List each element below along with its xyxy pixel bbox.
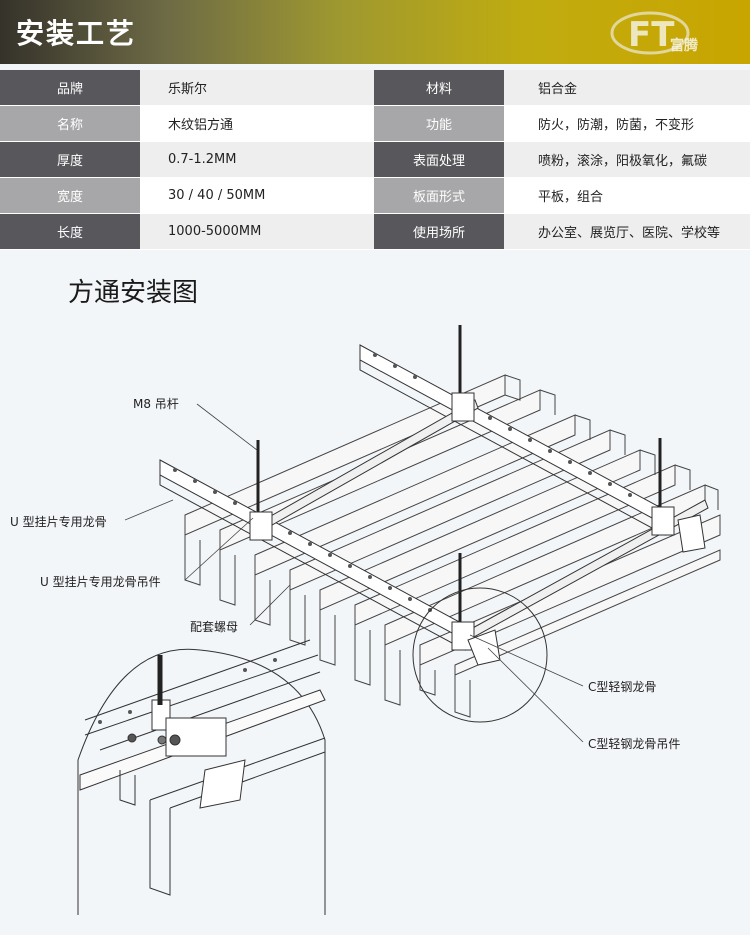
spec-label: 材料 bbox=[374, 70, 504, 106]
spec-label: 表面处理 bbox=[374, 141, 504, 178]
callout-nut: 配套螺母 bbox=[190, 620, 239, 634]
spec-label: 品牌 bbox=[0, 70, 140, 106]
callout-m8-rod: M8 吊杆 bbox=[133, 397, 179, 411]
leader-lines bbox=[124, 403, 584, 743]
spec-label: 板面形式 bbox=[374, 177, 504, 214]
square-tubes bbox=[184, 374, 721, 718]
hanger-rods bbox=[256, 325, 662, 630]
spec-label: 名称 bbox=[0, 105, 140, 142]
table-row: 名称 木纹铝方通 功能 防火，防潮，防菌，不变形 bbox=[0, 105, 750, 142]
table-row: 厚度 0.7-1.2MM 表面处理 喷粉，滚涂，阳极氧化，氟碳 bbox=[0, 141, 750, 178]
table-row: 长度 1000-5000MM 使用场所 办公室、展览厅、医院、学校等 bbox=[0, 213, 750, 250]
spec-value: 平板，组合 bbox=[504, 177, 750, 214]
detail-inset bbox=[77, 639, 326, 915]
logo-text: 富腾 bbox=[670, 37, 699, 54]
logo-letters: FT bbox=[628, 15, 675, 55]
callout-u-keel-hanger: U 型挂片专用龙骨吊件 bbox=[40, 575, 161, 589]
table-row: 品牌 乐斯尔 材料 铝合金 bbox=[0, 70, 750, 106]
brand-logo: FT 富腾 bbox=[610, 11, 699, 55]
spec-label: 使用场所 bbox=[374, 213, 504, 250]
spec-value: 30 / 40 / 50MM bbox=[140, 177, 374, 214]
spec-value: 防火，防潮，防菌，不变形 bbox=[504, 105, 750, 142]
header-banner: 安装工艺 FT 富腾 bbox=[0, 0, 750, 64]
spec-value: 铝合金 bbox=[504, 70, 750, 106]
installation-diagram bbox=[77, 325, 721, 915]
spec-value: 0.7-1.2MM bbox=[140, 141, 374, 178]
callout-u-keel: U 型挂片专用龙骨 bbox=[10, 515, 107, 529]
spec-value: 乐斯尔 bbox=[140, 70, 374, 106]
spec-table: 品牌 乐斯尔 材料 铝合金 名称 木纹铝方通 功能 防火，防潮，防菌，不变形 厚… bbox=[0, 70, 750, 250]
brackets bbox=[249, 392, 706, 666]
callout-c-keel-hanger: C型轻钢龙骨吊件 bbox=[588, 737, 681, 751]
spec-label: 功能 bbox=[374, 105, 504, 142]
table-row: 宽度 30 / 40 / 50MM 板面形式 平板，组合 bbox=[0, 177, 750, 214]
spec-label: 宽度 bbox=[0, 177, 140, 214]
spec-label: 厚度 bbox=[0, 141, 140, 178]
spec-value: 喷粉，滚涂，阳极氧化，氟碳 bbox=[504, 141, 750, 178]
magnifier-circle bbox=[412, 587, 548, 723]
spec-label: 长度 bbox=[0, 213, 140, 250]
callout-c-keel: C型轻钢龙骨 bbox=[588, 680, 657, 694]
spec-value: 1000-5000MM bbox=[140, 213, 374, 250]
spec-value: 办公室、展览厅、医院、学校等 bbox=[504, 213, 750, 250]
section-title: 方通安装图 bbox=[68, 278, 199, 308]
page-title: 安装工艺 bbox=[16, 17, 137, 50]
spec-value: 木纹铝方通 bbox=[140, 105, 374, 142]
